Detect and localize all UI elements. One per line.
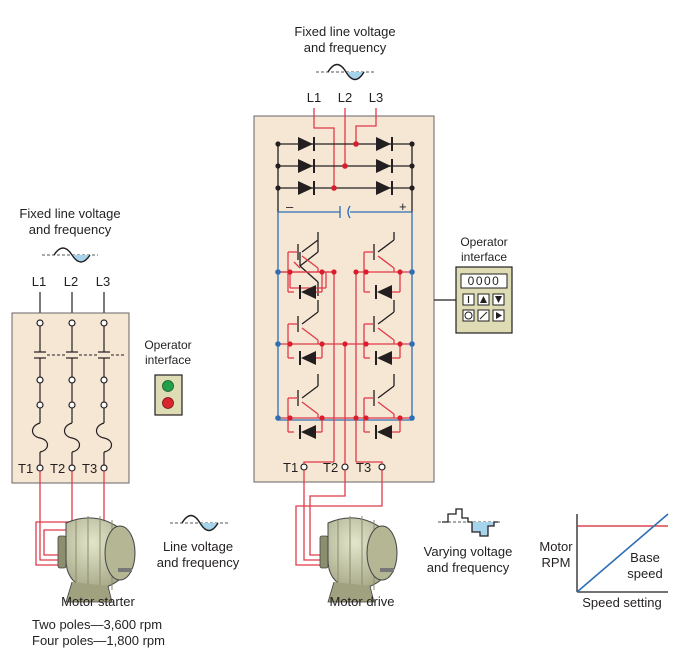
inverter-outputs (333, 272, 357, 462)
right-line-l3: L3 (369, 90, 383, 105)
left-operator-label-line2: interface (145, 353, 191, 367)
left-output-wave-icon (170, 514, 228, 532)
left-line-l3: L3 (96, 274, 110, 289)
start-stop-interface[interactable] (154, 374, 183, 416)
base-speed-label-line1: Base (630, 550, 660, 565)
left-line-l2: L2 (64, 274, 78, 289)
left-supply-wave-icon (42, 247, 98, 263)
contactor-column-t1 (31, 319, 49, 472)
slash-icon (479, 311, 488, 320)
dc-plus-label: + (399, 199, 407, 214)
right-motor-icon (319, 516, 398, 603)
right-operator-label-line2: interface (461, 250, 507, 264)
play-icon (496, 312, 502, 319)
speed-four-poles: Four poles—1,800 rpm (32, 633, 165, 648)
drive-motor-wires (295, 470, 383, 566)
left-motor-icon (57, 516, 136, 603)
contactor-column-t2 (63, 319, 81, 472)
up-arrow-icon (480, 296, 487, 303)
motor-drive-section: Fixed line voltage and frequency L1 L2 L… (253, 24, 513, 609)
motor-drive-caption: Motor drive (329, 594, 394, 609)
down-arrow-icon (495, 296, 502, 303)
contactor-column-t3 (95, 319, 113, 472)
stop-circle-icon (464, 311, 473, 320)
right-output-label-line2: and frequency (427, 560, 510, 575)
left-output-label-line1: Line voltage (163, 539, 233, 554)
left-terminal-t1: T1 (18, 461, 33, 476)
drive-incoming-wires (313, 108, 377, 188)
right-supply-wave-icon (316, 63, 374, 81)
left-motor-wires (35, 471, 105, 566)
right-terminal-t3: T3 (356, 460, 371, 475)
speed-two-poles: Two poles—3,600 rpm (32, 617, 162, 632)
inverter-junction-dots (275, 269, 415, 421)
left-terminal-t2: T2 (50, 461, 65, 476)
right-supply-label-line1: Fixed line voltage (294, 24, 395, 39)
left-supply-label-line2: and frequency (29, 222, 112, 237)
right-output-label-line1: Varying voltage (424, 544, 513, 559)
graph-xlabel: Speed setting (582, 595, 662, 610)
drive-keypad-interface[interactable]: 0000 (455, 266, 513, 334)
stop-button[interactable] (162, 397, 174, 409)
left-output-label-line2: and frequency (157, 555, 240, 570)
variable-speed-line (576, 513, 669, 593)
keypad-stop-button[interactable] (462, 309, 475, 322)
right-terminal-t2: T2 (323, 460, 338, 475)
drive-terminal-links (303, 461, 383, 464)
motor-starter-panel (11, 312, 130, 484)
start-button[interactable] (162, 380, 174, 392)
left-terminal-t3: T3 (82, 461, 97, 476)
right-line-l2: L2 (338, 90, 352, 105)
base-speed-label-line2: speed (627, 566, 662, 581)
keypad-display: 0000 (468, 274, 501, 288)
graph-ylabel-line2: RPM (542, 555, 571, 570)
motor-starter-section: Fixed line voltage and frequency L1 L2 L… (11, 206, 240, 648)
right-operator-label-line1: Operator (460, 235, 507, 249)
left-supply-label-line1: Fixed line voltage (19, 206, 120, 221)
motor-starter-caption: Motor starter (61, 594, 135, 609)
left-line-l1: L1 (32, 274, 46, 289)
dc-minus-label: – (286, 199, 294, 214)
speed-graph: Motor RPM Base speed Speed setting (539, 513, 669, 610)
right-supply-label-line2: and frequency (304, 40, 387, 55)
left-operator-label-line1: Operator (144, 338, 191, 352)
pwm-wave-icon (438, 508, 500, 537)
motor-drive-panel (253, 115, 435, 483)
graph-ylabel-line1: Motor (539, 539, 573, 554)
rectifier-junction-dots (275, 141, 415, 191)
right-terminal-t1: T1 (283, 460, 298, 475)
right-line-l1: L1 (307, 90, 321, 105)
